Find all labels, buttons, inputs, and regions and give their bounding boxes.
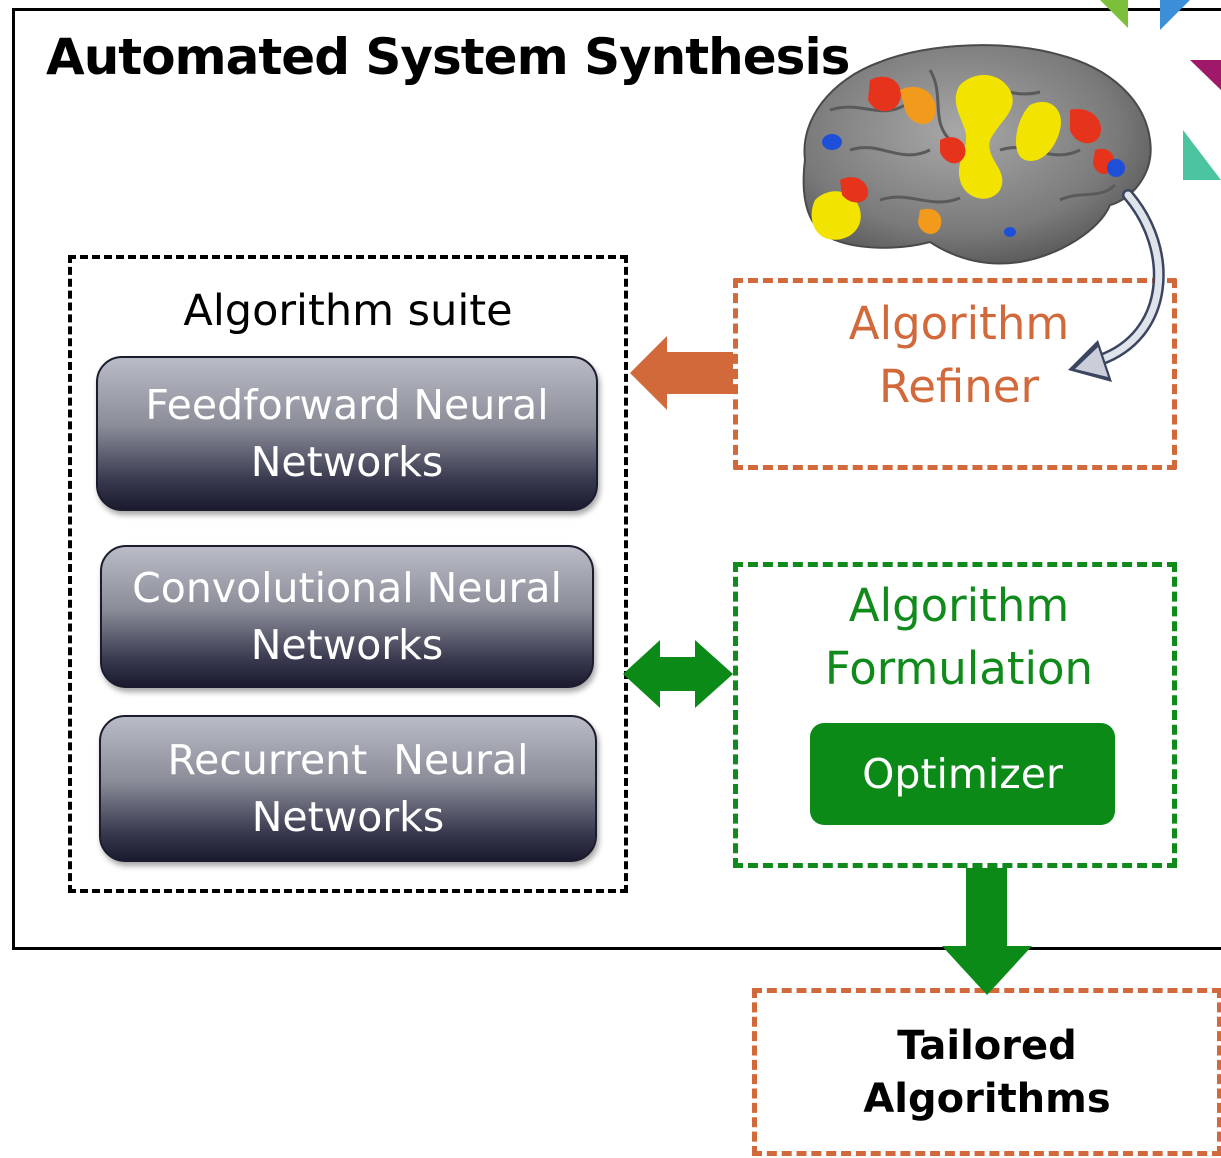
left-arrow-icon: [630, 336, 733, 410]
corner-triangle-teal: [1183, 130, 1221, 180]
block-label-line2: Networks: [250, 437, 444, 486]
curved-arrow-icon: [1068, 189, 1165, 382]
block-label-line1: Convolutional Neural: [132, 563, 562, 612]
optimizer-block: Optimizer: [810, 723, 1115, 825]
system-frame: [12, 8, 1221, 950]
tailored-line2: Algorithms: [863, 1076, 1111, 1122]
brain-image: [802, 44, 1152, 265]
double-arrow-icon: [623, 640, 733, 708]
algorithm-formulation-box: [733, 562, 1177, 868]
refiner-line1: Algorithm: [848, 297, 1070, 350]
corner-triangle-blue: [1160, 0, 1190, 30]
block-label-line2: Networks: [251, 792, 445, 841]
algorithm-suite-box: [68, 255, 628, 893]
formulation-line1: Algorithm: [848, 579, 1070, 632]
feedforward-nn-block: Feedforward Neural Networks: [96, 356, 598, 511]
algorithm-refiner-label: Algorithm Refiner: [733, 292, 1185, 418]
diagram-title: Automated System Synthesis: [46, 28, 850, 86]
algorithm-formulation-label: Algorithm Formulation: [733, 574, 1185, 700]
block-label-line2: Networks: [250, 620, 444, 669]
corner-triangle-green: [1100, 0, 1128, 28]
down-arrow-icon: [942, 868, 1032, 995]
block-label-line1: Recurrent Neural: [167, 735, 529, 784]
refiner-line2: Refiner: [879, 360, 1039, 413]
recurrent-nn-block: Recurrent Neural Networks: [99, 715, 597, 862]
block-label-line1: Feedforward Neural: [145, 380, 549, 429]
algorithm-refiner-box: [733, 278, 1177, 470]
algorithm-suite-title: Algorithm suite: [183, 286, 513, 336]
tailored-line1: Tailored: [897, 1023, 1077, 1069]
formulation-line2: Formulation: [824, 642, 1094, 695]
convolutional-nn-block: Convolutional Neural Networks: [100, 545, 594, 688]
tailored-algorithms-label: Tailored Algorithms: [752, 1020, 1221, 1126]
corner-triangle-magenta: [1190, 60, 1221, 90]
